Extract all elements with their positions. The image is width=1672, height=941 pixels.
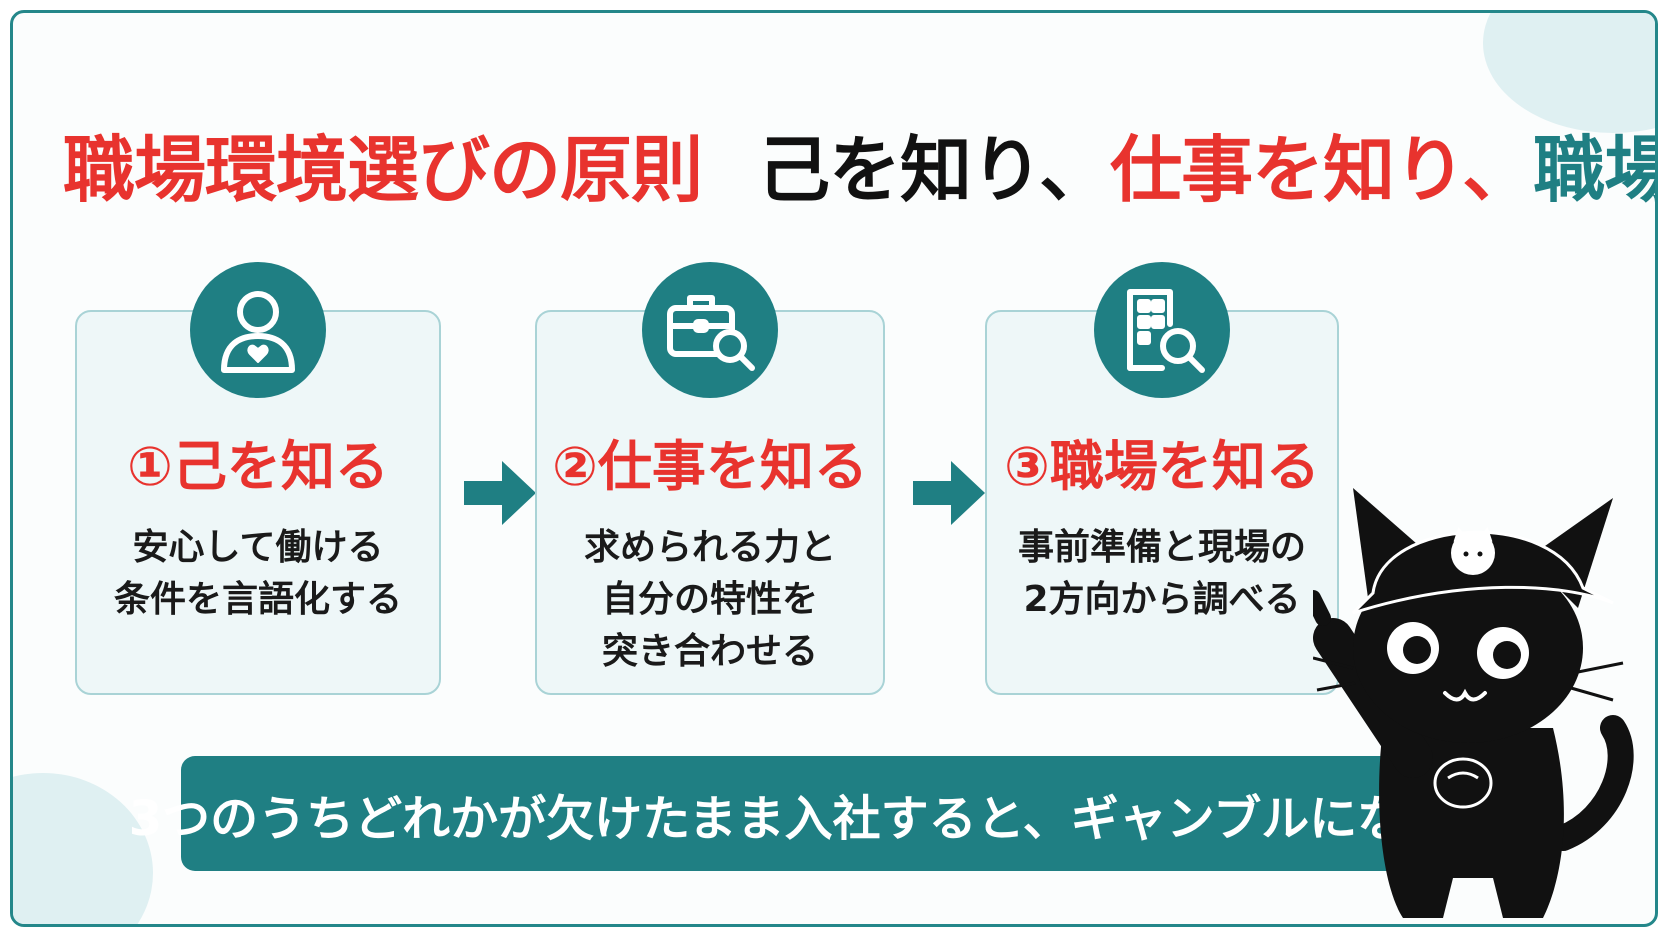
step-description: 事前準備と現場の 2方向から調べる [987, 522, 1337, 626]
step-title: ②仕事を知る [552, 435, 868, 498]
infographic-frame: 職場環境選びの原則 己を知り、 仕事を知り、 職場を知る ①己を知る 安心して働… [10, 10, 1658, 927]
person-heart-icon [190, 262, 326, 398]
step-card-job: ②仕事を知る 求められる力と 自分の特性を 突き合わせる [535, 262, 885, 695]
step-card-workplace: ③職場を知る 事前準備と現場の 2方向から調べる [985, 262, 1339, 695]
arrow-right-icon [913, 461, 985, 525]
step-card-self: ①己を知る 安心して働ける 条件を言語化する [75, 262, 441, 695]
step-title: ③職場を知る [1004, 435, 1320, 498]
title-part-self: 己を知り、 [758, 127, 1111, 212]
cat-mascot-icon [1313, 488, 1634, 918]
step-description-line: 求められる力と [583, 527, 836, 568]
step-description-line: 条件を言語化する [113, 579, 402, 620]
title-main: 職場環境選びの原則 [63, 127, 703, 212]
step-description-line: 突き合わせる [601, 631, 818, 672]
briefcase-search-icon [642, 262, 778, 398]
step-description-line: 事前準備と現場の [1017, 527, 1306, 568]
title-part-job: 仕事を知り、 [1110, 127, 1534, 212]
building-search-icon [1094, 262, 1230, 398]
page-title: 職場環境選びの原則 己を知り、 仕事を知り、 職場を知る [63, 103, 1655, 223]
step-description-line: 自分の特性を [601, 579, 818, 620]
conclusion-banner: 3つのうちどれかが欠けたまま入社すると、ギャンブルになる [129, 756, 1453, 871]
step-description-line: 安心して働ける [132, 527, 384, 568]
step-description: 求められる力と 自分の特性を 突き合わせる [537, 522, 883, 678]
step-title: ①己を知る [127, 435, 389, 498]
arrow-right-icon [464, 461, 536, 525]
title-part-workplace: 職場を知る [1533, 127, 1655, 212]
step-description: 安心して働ける 条件を言語化する [77, 522, 439, 626]
step-description-line: 2方向から調べる [1023, 579, 1301, 620]
